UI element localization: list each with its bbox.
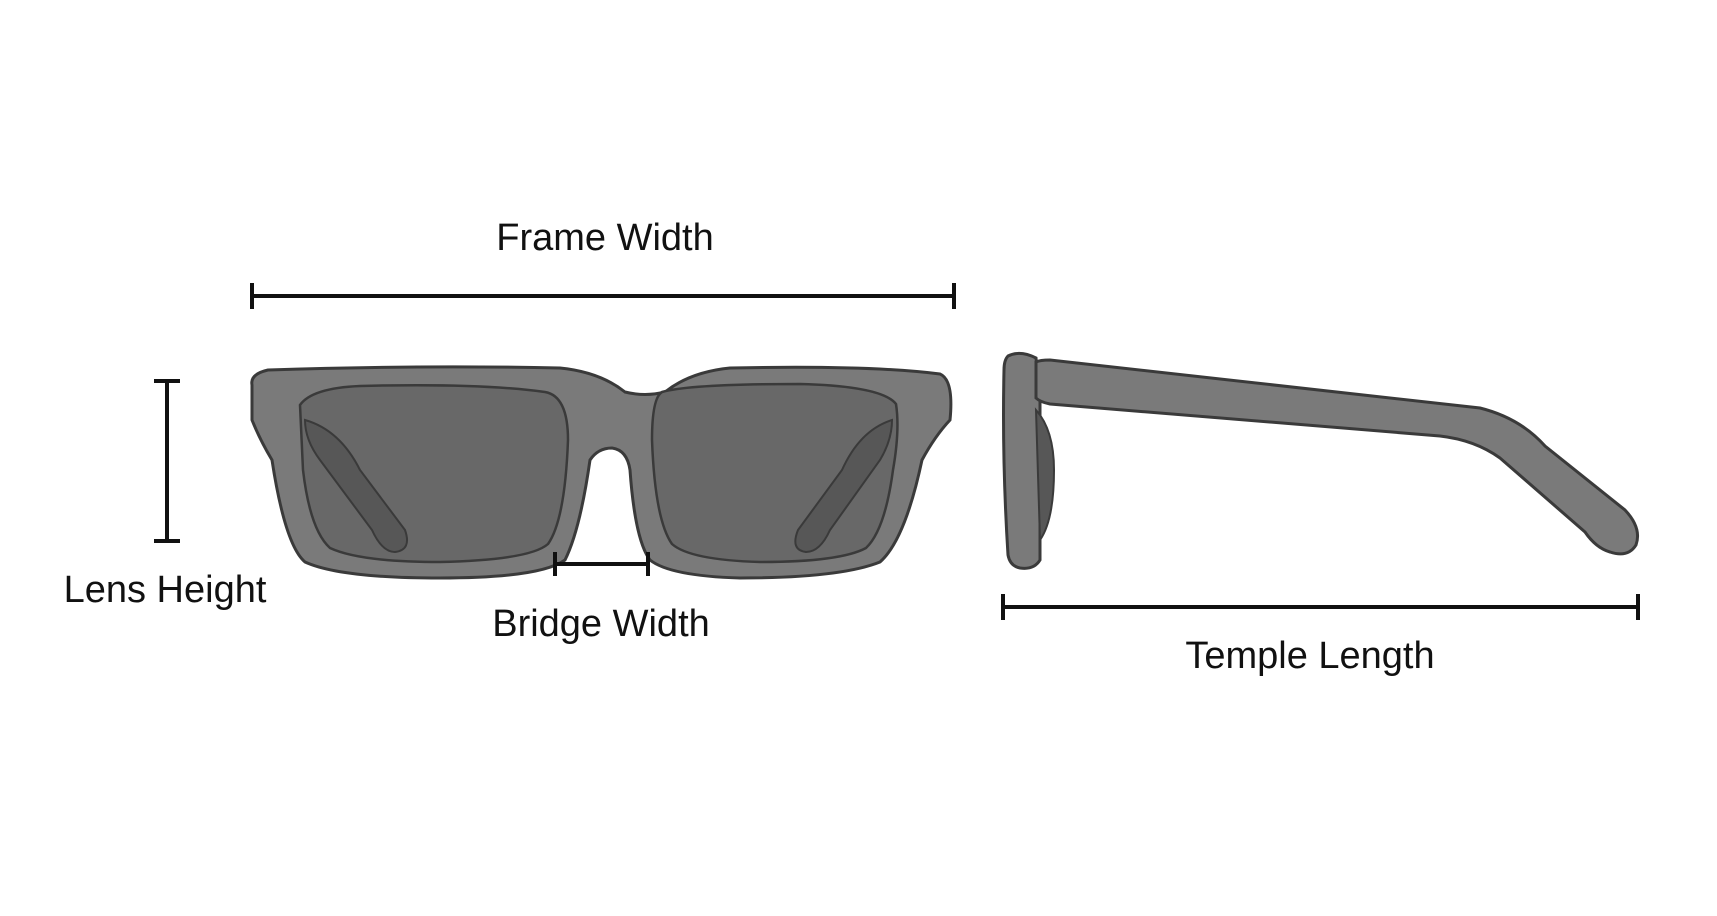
- bridge-width-label: Bridge Width: [492, 603, 710, 645]
- lens-height-label: Lens Height: [64, 569, 267, 611]
- bridge-width-dimension-line: [553, 552, 650, 576]
- sunglasses-side-icon: [1002, 351, 1640, 570]
- temple-length-dimension-line: [1001, 594, 1640, 620]
- lens-height-dimension-line: [154, 379, 180, 543]
- temple-length-label: Temple Length: [1185, 635, 1434, 677]
- sunglasses-front-icon: [250, 365, 953, 580]
- frame-width-label: Frame Width: [496, 217, 713, 259]
- frame-width-dimension-line: [250, 283, 956, 309]
